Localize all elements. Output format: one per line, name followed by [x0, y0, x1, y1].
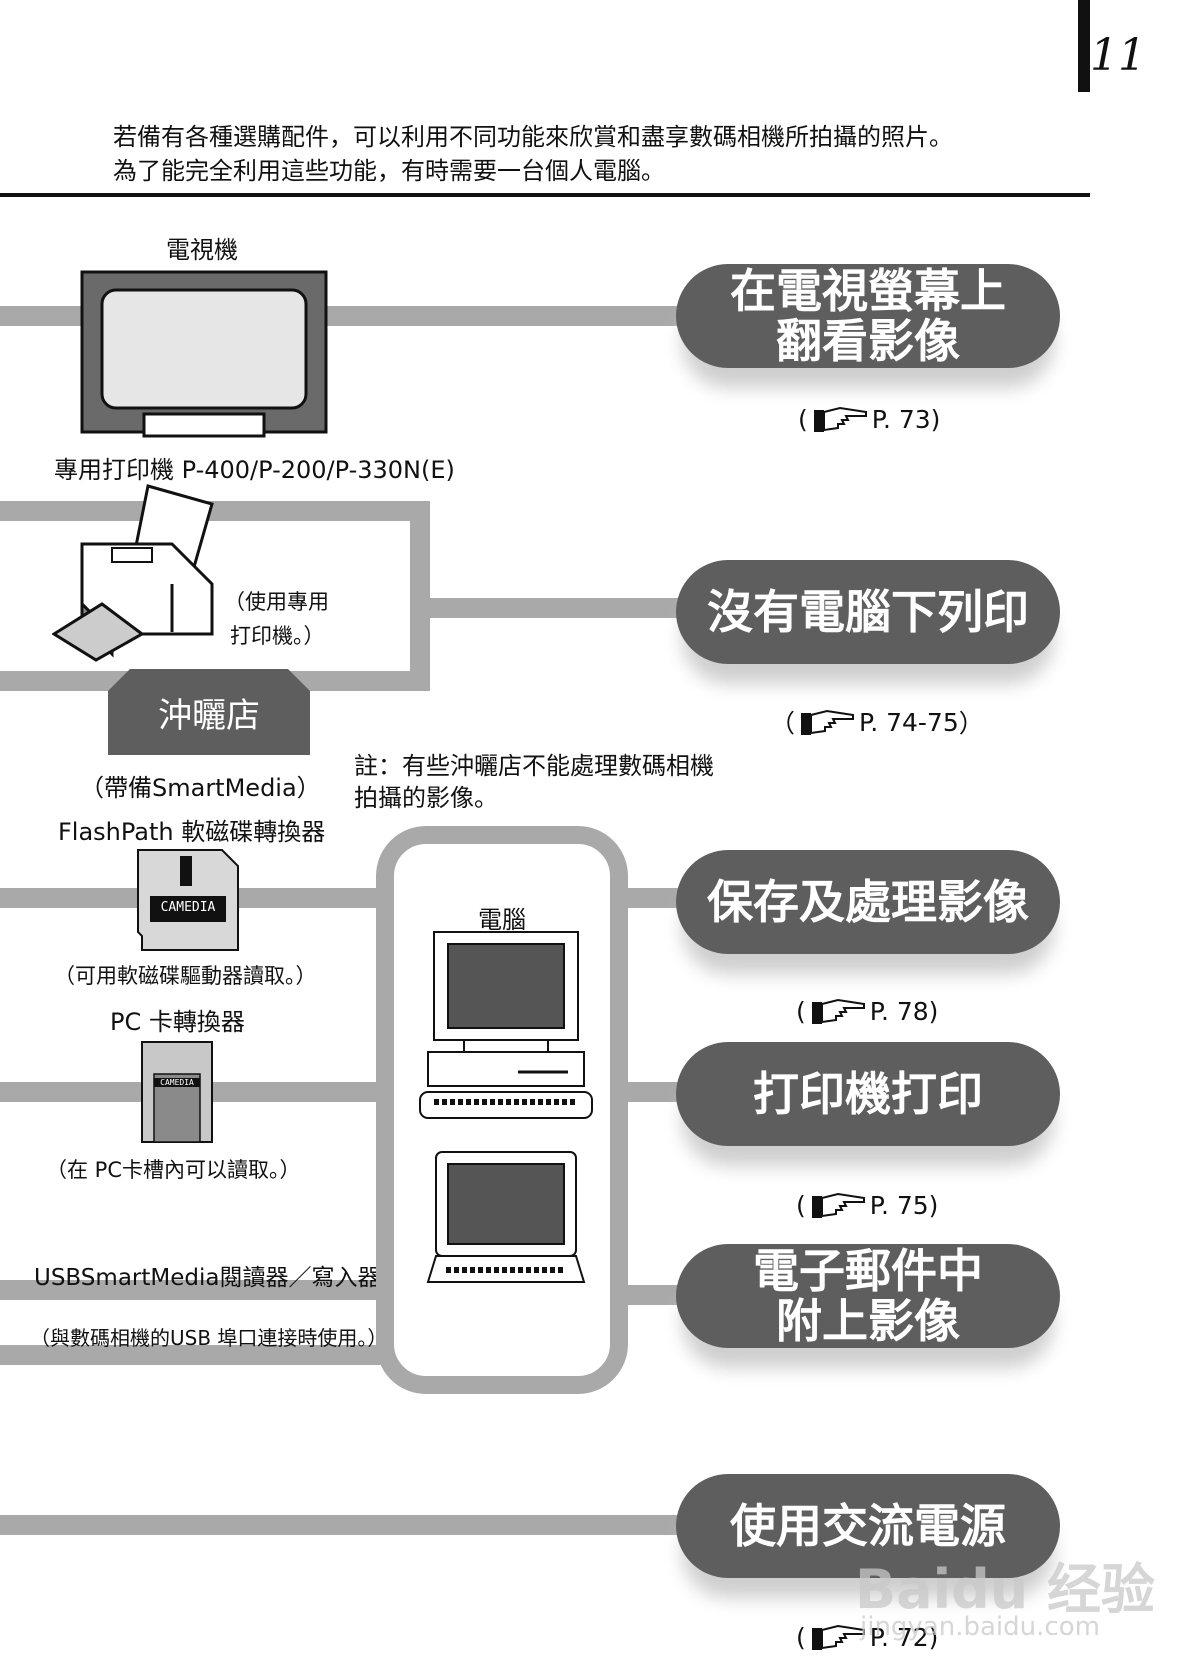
photo-shop-label: 沖曬店 [158, 695, 260, 736]
tv-icon [80, 270, 328, 438]
photo-shop-note: （帶備SmartMedia） [80, 774, 321, 802]
action-printer-print: 打印機打印 [676, 1042, 1060, 1146]
action-ac-power-title: 使用交流電源 [730, 1499, 1006, 1553]
ref-open: ( [798, 404, 808, 434]
flashpath-brand: CAMEDIA [160, 900, 216, 915]
flashpath-note: （可用軟磁碟驅動器讀取。） [54, 964, 317, 988]
header-rule [0, 193, 1090, 197]
pc-card-icon: CAMEDIA [140, 1040, 214, 1144]
pointing-hand-icon [811, 1624, 865, 1650]
ref-ac-power: ( P. 72 ) [796, 1622, 938, 1652]
ref-close: ) [930, 404, 941, 434]
watermark-url: jingyan.baidu.com [860, 1612, 1100, 1642]
action-view-on-tv: 在電視螢幕上 翻看影像 [676, 264, 1060, 368]
usb-reader-note: （與數碼相機的USB 埠口連接時使用。） [30, 1326, 388, 1350]
ref-save-process: ( P. 78 ) [796, 996, 938, 1026]
connector-print-no-pc [420, 598, 700, 618]
connector-printer-vertical [410, 501, 430, 691]
pointing-hand-icon [811, 1192, 865, 1218]
ref-close: ) [928, 1622, 939, 1652]
ref-printer-print: ( P. 75 ) [796, 1190, 938, 1220]
ref-page: P. 72 [869, 1622, 929, 1652]
shop-note-line-2: 拍攝的影像。 [354, 784, 498, 812]
page-number: 11 [1090, 30, 1146, 81]
laptop-computer-icon [426, 1151, 586, 1283]
flashpath-label: FlashPath 軟磁碟轉換器 [58, 818, 326, 846]
connector-printer-top [0, 501, 430, 521]
ref-close: ) [928, 996, 939, 1026]
action-print-without-pc: 沒有電腦下列印 [676, 560, 1060, 664]
usb-reader-label: USBSmartMedia閱讀器／寫入器 [34, 1265, 381, 1291]
action-email-attach: 電子郵件中 附上影像 [676, 1244, 1060, 1348]
connector-ac-power [0, 1515, 700, 1535]
action-save-process-title: 保存及處理影像 [707, 875, 1029, 929]
watermark-brand: Baidu 经验 [855, 1558, 1156, 1621]
intro-text: 若備有各種選購配件，可以利用不同功能來欣賞和盡享數碼相機所拍攝的照片。 為了能完… [113, 120, 953, 188]
pc-card-note: （在 PC卡槽內可以讀取。） [46, 1158, 301, 1182]
ref-open: （ [770, 709, 796, 738]
connector-usb-2 [0, 1345, 390, 1365]
pointing-hand-icon [813, 406, 867, 432]
ref-page: P. 78 [869, 996, 929, 1026]
desktop-computer-icon [419, 931, 593, 1119]
pointing-hand-icon [801, 709, 855, 735]
pc-card-label: PC 卡轉換器 [110, 1008, 245, 1036]
shop-note-line-1: 註：有些沖曬店不能處理數碼相機 [354, 752, 714, 780]
pointing-hand-icon [811, 998, 865, 1024]
printer-label: 專用打印機 P-400/P-200/P-330N(E) [54, 456, 455, 484]
ref-view-on-tv: ( P. 73 ) [798, 404, 940, 434]
photo-shop-box: 沖曬店 [108, 669, 310, 755]
printer-note-1: （使用專用 [224, 590, 329, 614]
action-view-on-tv-title: 在電視螢幕上 翻看影像 [730, 264, 1006, 368]
ref-open: ( [796, 1190, 806, 1220]
intro-line-1: 若備有各種選購配件，可以利用不同功能來欣賞和盡享數碼相機所拍攝的照片。 [113, 123, 953, 151]
action-print-without-pc-title: 沒有電腦下列印 [707, 585, 1029, 639]
tv-label: 電視機 [166, 236, 238, 264]
connector-usb-1 [0, 1280, 390, 1300]
computer-label: 電腦 [478, 906, 526, 934]
ref-page: P. 74-75 [859, 707, 959, 737]
printer-note-2: 打印機。） [230, 624, 325, 648]
ref-page: P. 73 [871, 404, 931, 434]
action-printer-print-title: 打印機打印 [753, 1067, 983, 1121]
ref-page: P. 75 [869, 1190, 929, 1220]
action-save-process: 保存及處理影像 [676, 850, 1060, 954]
pc-card-brand: CAMEDIA [154, 1078, 200, 1087]
intro-line-2: 為了能完全利用這些功能，有時需要一台個人電腦。 [113, 157, 665, 185]
ref-close: ） [958, 709, 984, 738]
action-ac-power: 使用交流電源 [676, 1474, 1060, 1578]
flashpath-icon: CAMEDIA [136, 848, 240, 952]
ref-open: ( [796, 1622, 806, 1652]
ref-open: ( [796, 996, 806, 1026]
ref-print-without-pc: （ P. 74-75 ） [770, 704, 984, 740]
printer-icon [52, 484, 214, 662]
action-email-attach-title: 電子郵件中 附上影像 [753, 1244, 983, 1348]
ref-close: ) [928, 1190, 939, 1220]
page-number-bar [1078, 0, 1090, 92]
